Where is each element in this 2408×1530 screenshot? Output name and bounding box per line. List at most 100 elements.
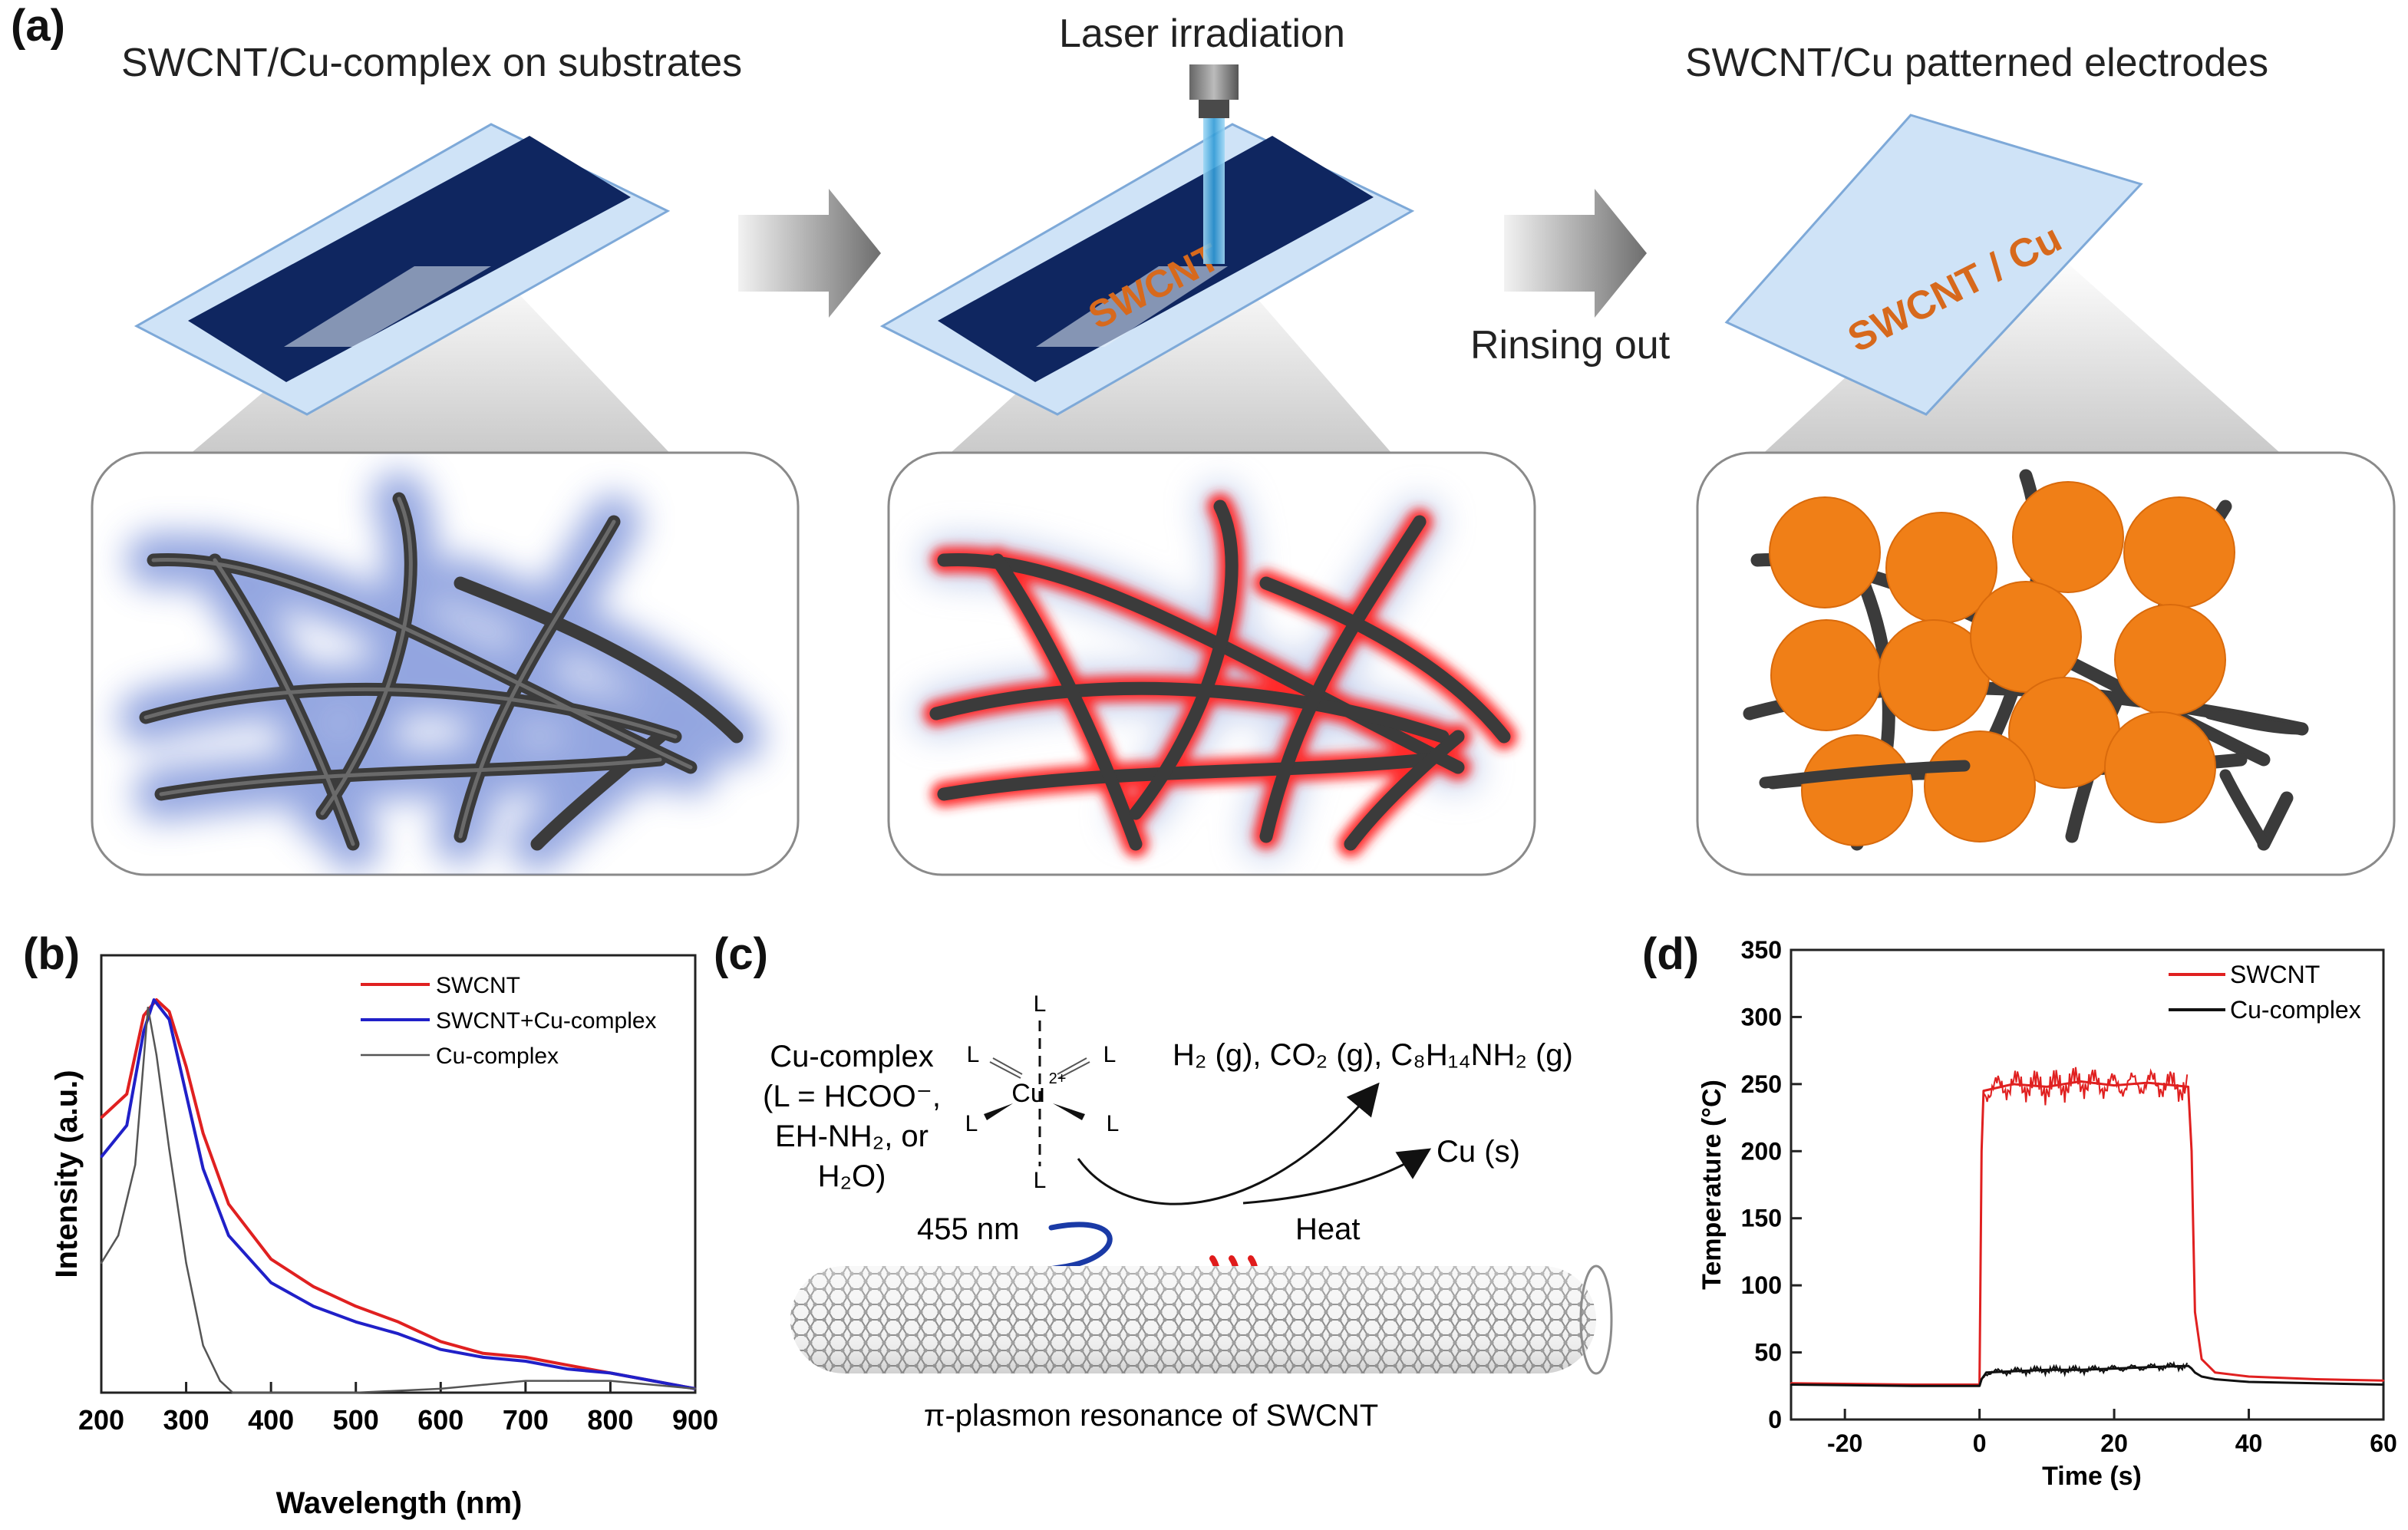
x-tick-label: 900 bbox=[672, 1404, 718, 1436]
cu-particle bbox=[1770, 619, 1882, 731]
x-tick-label: 40 bbox=[2235, 1429, 2263, 1457]
data-point bbox=[651, 1383, 654, 1386]
mechanism-diagram: Cu-complex (L = HCOO⁻, EH-NH₂, or H₂O) L… bbox=[763, 991, 1613, 1433]
cu-particle bbox=[1769, 496, 1881, 608]
data-point bbox=[227, 1203, 230, 1205]
y-tick-label: 300 bbox=[1741, 1003, 1782, 1030]
data-point bbox=[312, 1285, 315, 1288]
ligand-def-2: EH-NH₂, or bbox=[775, 1119, 929, 1153]
step3-title: SWCNT/Cu patterned electrodes bbox=[1685, 41, 2269, 85]
data-point bbox=[155, 1054, 158, 1056]
x-tick-label: 400 bbox=[248, 1404, 294, 1436]
zoom-box-2 bbox=[887, 451, 1536, 876]
y-tick-label: 50 bbox=[1754, 1339, 1782, 1367]
y-tick-label: 200 bbox=[1741, 1137, 1782, 1165]
data-point bbox=[651, 1380, 654, 1382]
solid-product: Cu (s) bbox=[1437, 1135, 1520, 1169]
panel-d-label: (d) bbox=[1642, 929, 1700, 979]
series-line-swcnt bbox=[100, 998, 696, 1390]
heat-label: Heat bbox=[1295, 1212, 1361, 1246]
data-point bbox=[100, 1156, 103, 1159]
data-point bbox=[2315, 1382, 2317, 1384]
ligand-right-back: L bbox=[1103, 1042, 1117, 1067]
plasmon-caption: π-plasmon resonance of SWCNT bbox=[924, 1399, 1378, 1433]
x-tick-label: 600 bbox=[417, 1404, 463, 1436]
process-arrow-1 bbox=[738, 189, 881, 318]
data-point bbox=[2046, 1086, 2048, 1088]
ligand-left-front: L bbox=[965, 1111, 978, 1136]
data-point bbox=[2194, 1311, 2196, 1314]
legend-label: Cu-complex bbox=[436, 1044, 559, 1069]
data-point bbox=[2113, 1367, 2116, 1370]
data-point bbox=[2214, 1378, 2216, 1380]
data-point bbox=[355, 1321, 357, 1324]
cu-particle bbox=[1924, 730, 2036, 842]
data-point bbox=[609, 1380, 612, 1382]
data-point bbox=[185, 1261, 187, 1265]
data-point bbox=[227, 1235, 230, 1237]
data-point bbox=[100, 1261, 103, 1265]
data-point bbox=[2190, 1150, 2193, 1152]
data-point bbox=[125, 1124, 128, 1127]
data-point bbox=[2248, 1380, 2250, 1383]
data-point bbox=[397, 1333, 400, 1335]
data-point bbox=[524, 1356, 527, 1359]
data-point bbox=[143, 1014, 145, 1017]
data-point bbox=[269, 1391, 272, 1394]
legend-label: SWCNT bbox=[436, 973, 520, 998]
ligand-def-3: H₂O) bbox=[818, 1159, 886, 1193]
legend-label: Cu-complex bbox=[2230, 996, 2361, 1024]
data-point bbox=[566, 1380, 569, 1382]
data-point bbox=[2012, 1370, 2014, 1373]
zoom-box-3 bbox=[1696, 451, 2396, 876]
cu-complex-label: Cu-complex bbox=[770, 1040, 933, 1073]
data-point bbox=[153, 998, 155, 1001]
data-point bbox=[482, 1356, 484, 1359]
data-point bbox=[2080, 1369, 2082, 1371]
x-tick-label: 800 bbox=[587, 1404, 633, 1436]
data-point bbox=[1911, 1385, 1914, 1387]
data-point bbox=[2194, 1371, 2196, 1374]
data-point bbox=[100, 1116, 103, 1119]
cu-particle bbox=[2012, 481, 2124, 593]
data-point bbox=[2248, 1375, 2250, 1378]
x-tick-label: 700 bbox=[503, 1404, 549, 1436]
y-tick-label: 150 bbox=[1741, 1205, 1782, 1232]
series-noise bbox=[1983, 1067, 2189, 1106]
x-tick-label: -20 bbox=[1827, 1429, 1862, 1457]
data-point bbox=[185, 1065, 187, 1068]
data-point bbox=[694, 1387, 697, 1390]
data-point bbox=[168, 1018, 170, 1021]
y-tick-label: 250 bbox=[1741, 1070, 1782, 1098]
data-point bbox=[566, 1368, 569, 1370]
data-point bbox=[524, 1380, 527, 1382]
octahedral-complex: L L L L Cu 2+ L L bbox=[965, 991, 1120, 1193]
data-point bbox=[2382, 1383, 2385, 1386]
step2-title: Laser irradiation bbox=[1059, 12, 1345, 56]
data-point bbox=[269, 1258, 272, 1261]
data-point bbox=[219, 1380, 221, 1382]
ligand-left-back: L bbox=[967, 1042, 980, 1067]
data-point bbox=[1982, 1090, 1985, 1092]
ligand-right-front: L bbox=[1107, 1111, 1120, 1136]
y-axis-label: Intensity (a.u.) bbox=[50, 1070, 84, 1278]
data-point bbox=[397, 1321, 400, 1324]
cu-center: Cu bbox=[1011, 1079, 1044, 1108]
data-point bbox=[2187, 1086, 2189, 1088]
data-point bbox=[202, 1132, 204, 1135]
data-point bbox=[566, 1363, 569, 1367]
x-tick-label: 60 bbox=[2370, 1429, 2397, 1457]
cu-particle bbox=[2114, 604, 2226, 716]
data-point bbox=[147, 1007, 150, 1009]
y-tick-label: 350 bbox=[1741, 936, 1782, 964]
gas-products: H₂ (g), CO₂ (g), C₈H₁₄NH₂ (g) bbox=[1173, 1038, 1573, 1072]
data-point bbox=[232, 1391, 234, 1394]
substrate-2: SWCNT bbox=[879, 123, 1415, 416]
series-line-swcnt bbox=[1790, 1080, 2384, 1386]
ligand-def-1: (L = HCOO⁻, bbox=[763, 1080, 941, 1113]
data-point bbox=[185, 1093, 187, 1096]
x-axis-label: Time (s) bbox=[2042, 1462, 2142, 1491]
data-point bbox=[202, 1167, 204, 1170]
